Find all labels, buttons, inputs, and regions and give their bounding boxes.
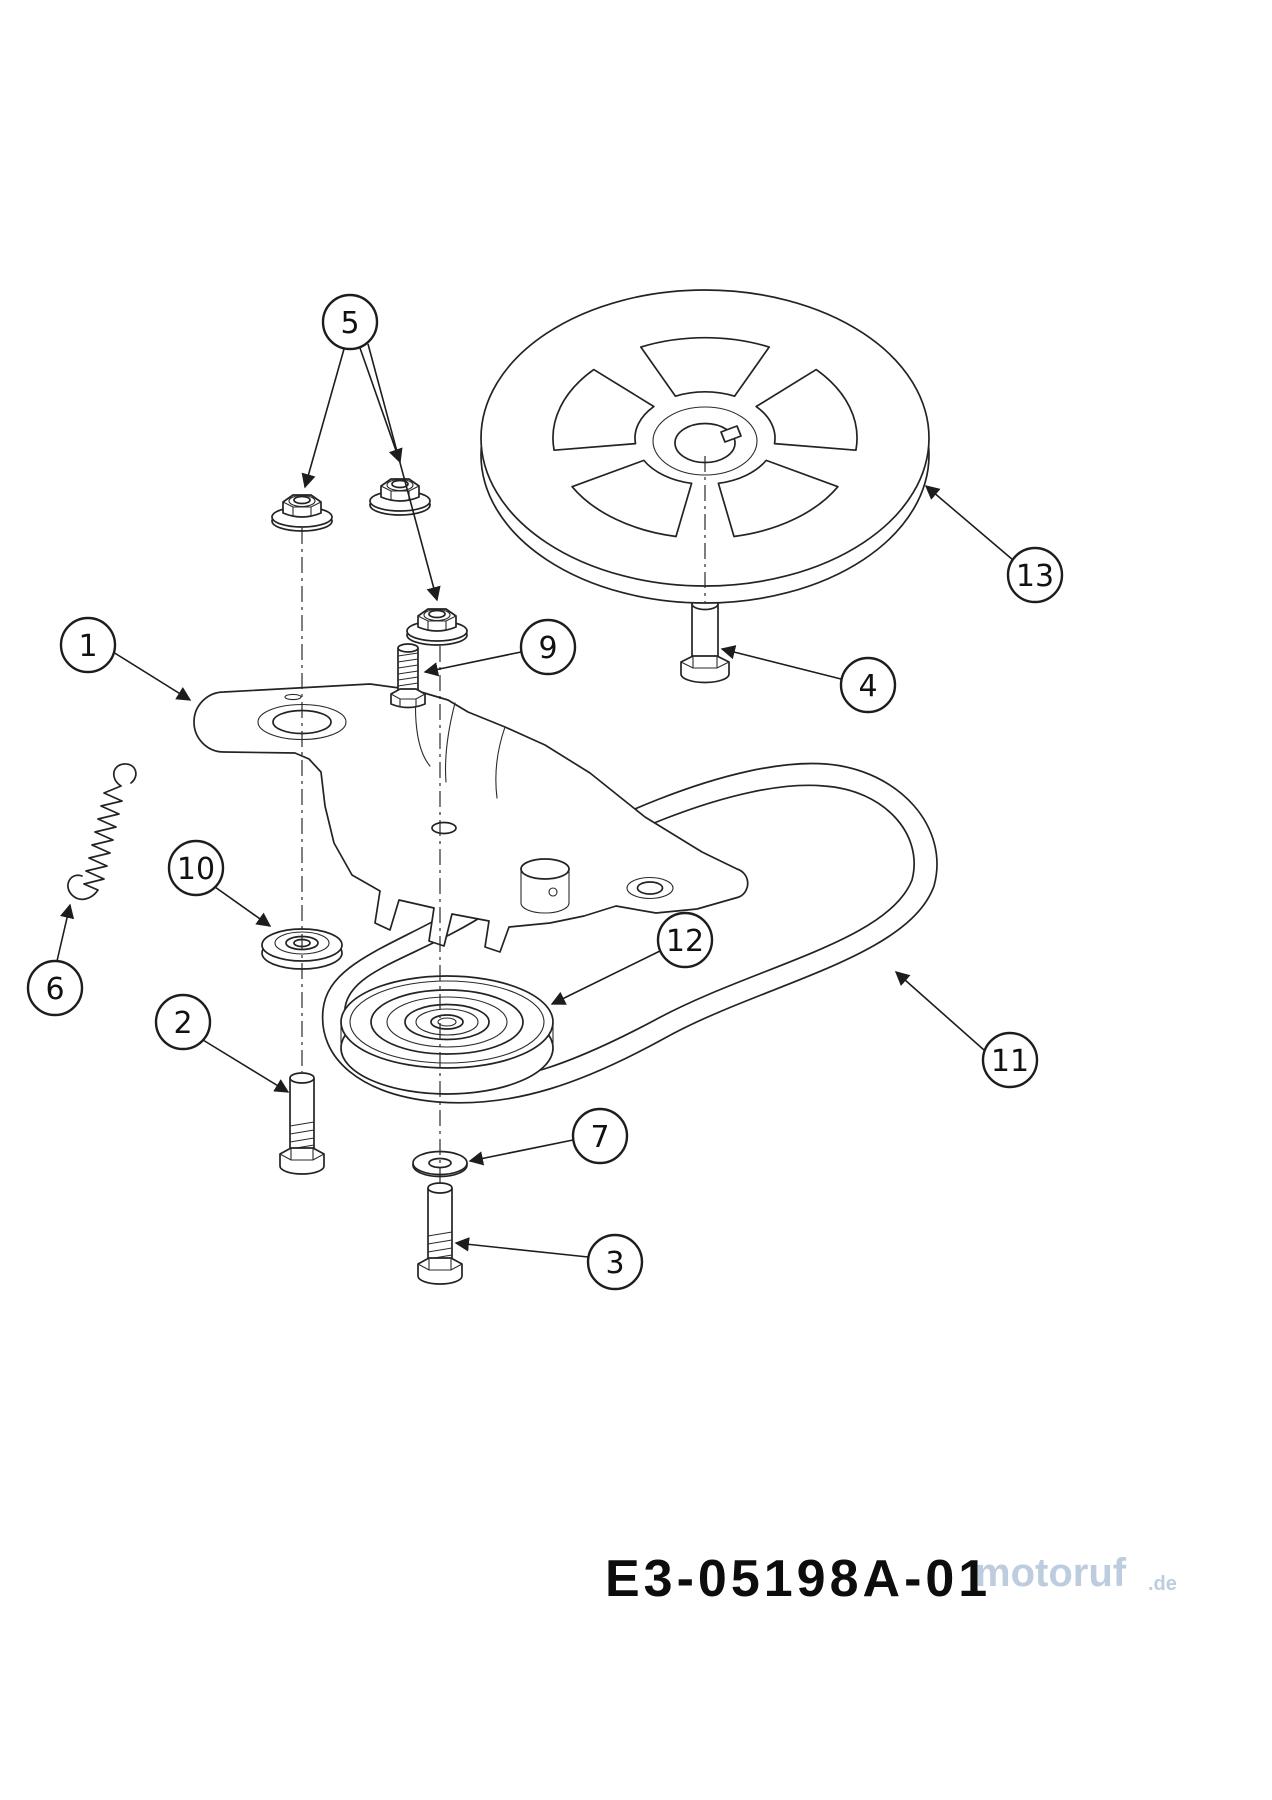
callout-label: 6	[45, 972, 64, 1007]
callout-12: 12	[550, 911, 714, 1005]
part-number: E3-05198A-01	[605, 1550, 991, 1608]
leader-line	[202, 1039, 290, 1093]
part-7-flat-washer	[412, 1150, 468, 1178]
callout-circle	[1006, 546, 1064, 604]
leader-line	[550, 950, 661, 1005]
part-5-flange-nut-a	[271, 494, 333, 532]
watermark: motoruf .de	[975, 1551, 1177, 1595]
part-12-idler-pulley	[340, 975, 554, 1095]
leader-line	[423, 651, 522, 677]
callout-label: 12	[666, 924, 704, 959]
watermark-name: motoruf	[975, 1551, 1127, 1595]
leader-line	[301, 348, 345, 489]
callout-circle	[154, 993, 212, 1051]
leader-line	[454, 1237, 589, 1258]
part-9-threaded-stud	[390, 643, 426, 709]
leader-line	[112, 651, 192, 701]
part-13-drive-pulley	[480, 289, 930, 604]
callout-11: 11	[894, 971, 1039, 1089]
callout-label: 9	[538, 631, 557, 666]
callout-label: 1	[78, 629, 97, 664]
leader-line	[214, 886, 272, 927]
part-2-hex-bolt	[279, 1072, 325, 1175]
callout-circle	[519, 618, 577, 676]
footer: E3-05198A-01 motoruf .de	[605, 1550, 1177, 1608]
part-5-flange-nut-b	[369, 478, 431, 516]
leader-line	[468, 1139, 574, 1166]
callout-circle	[26, 959, 84, 1017]
callout-13: 13	[924, 485, 1064, 604]
callout-label: 2	[173, 1006, 192, 1041]
callout-circle	[586, 1233, 644, 1291]
bracket-pivot-post	[520, 858, 570, 914]
callout-label: 5	[340, 306, 359, 341]
callout-circle	[59, 616, 117, 674]
part-4-shoulder-bolt	[680, 597, 730, 684]
callout-9: 9	[423, 618, 577, 677]
callout-10: 10	[167, 839, 272, 927]
part-6-extension-spring	[67, 763, 137, 901]
callout-label: 11	[991, 1044, 1029, 1079]
leader-line	[720, 645, 842, 680]
part-3-hex-bolt	[417, 1182, 463, 1285]
callout-7: 7	[468, 1107, 629, 1166]
callout-6: 6	[26, 903, 84, 1017]
callout-circle	[981, 1031, 1039, 1089]
callout-label: 13	[1016, 559, 1054, 594]
watermark-tld: .de	[1148, 1573, 1177, 1595]
center-lines	[301, 456, 706, 1184]
callout-circle	[167, 839, 225, 897]
callout-label: 4	[858, 669, 877, 704]
callout-circle	[571, 1107, 629, 1165]
callout-circle	[656, 911, 714, 969]
leader-line	[924, 485, 1014, 561]
callout-label: 7	[590, 1120, 609, 1155]
leader-line	[367, 343, 441, 602]
callout-label: 3	[605, 1246, 624, 1281]
callout-3: 3	[454, 1233, 644, 1291]
leader-line	[359, 347, 403, 464]
callout-circle	[321, 293, 379, 351]
callout-circle	[839, 656, 897, 714]
part-5-flange-nut-c	[406, 608, 468, 646]
callout-4: 4	[720, 645, 897, 714]
leader-line	[56, 903, 75, 962]
callout-label: 10	[177, 852, 215, 887]
callout-2: 2	[154, 993, 290, 1093]
callout-1: 1	[59, 616, 192, 701]
callout-5: 5	[301, 293, 441, 602]
leader-line	[894, 971, 985, 1051]
